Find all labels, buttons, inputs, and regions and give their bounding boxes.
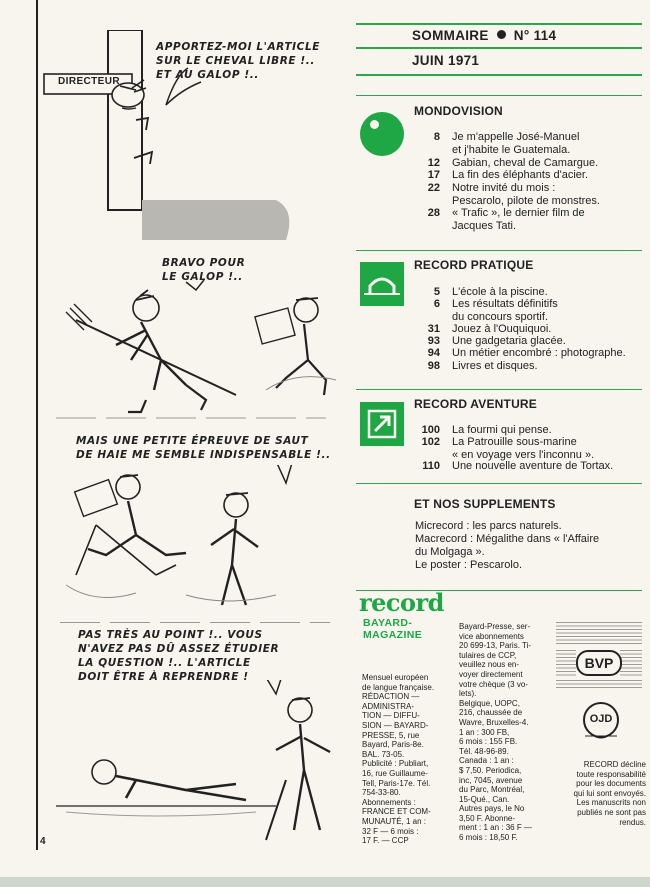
globe-icon [360, 112, 404, 156]
arrow-box-icon [360, 402, 404, 446]
record-logo: record [359, 588, 444, 617]
masthead-subtitle: BAYARD- MAGAZINE [363, 617, 423, 641]
arch-icon [360, 262, 404, 306]
panel-1-drawing [43, 30, 290, 240]
page-number: 4 [40, 836, 46, 847]
bubble-3: MAIS UNE PETITE ÉPREUVE DE SAUT DE HAIE … [76, 435, 331, 461]
door [107, 30, 143, 211]
panel-divider [60, 622, 330, 623]
door-sign: DIRECTEUR [58, 76, 120, 87]
bubble-tail [165, 67, 202, 106]
bvp-notice: BVP [556, 620, 642, 690]
section-title-supplements: ET NOS SUPPLEMENTS [414, 497, 556, 511]
page-edge [36, 0, 38, 850]
section-title-record-aventure: RECORD AVENTURE [414, 397, 538, 411]
bottom-strip [0, 877, 650, 887]
cartoon-strip: APPORTEZ-MOI L'ARTICLE SUR LE CHEVAL LIB… [36, 0, 337, 850]
supplements-list: Micrecord : les parcs naturels. Macrecor… [415, 520, 600, 571]
panel-4-drawing [56, 680, 331, 841]
sommaire-heading: SOMMAIRE N° 114 [412, 28, 557, 43]
panel-2-drawing [56, 279, 337, 419]
bvp-logo: BVP [576, 650, 622, 676]
ojd-logo: OJD [581, 700, 621, 740]
issue-date: JUIN 1971 [412, 53, 480, 68]
panel-3-drawing [65, 465, 293, 606]
section-title-mondovision: MONDOVISION [414, 104, 503, 118]
bubble-2: BRAVO POUR LE GALOP !.. [162, 257, 246, 283]
bubble-4: PAS TRÈS AU POINT !.. VOUS N'AVEZ PAS DÛ… [78, 629, 280, 683]
bubble-1: APPORTEZ-MOI L'ARTICLE SUR LE CHEVAL LIB… [156, 41, 321, 81]
bullet-icon [496, 30, 506, 39]
section-title-record-pratique: RECORD PRATIQUE [414, 258, 534, 272]
